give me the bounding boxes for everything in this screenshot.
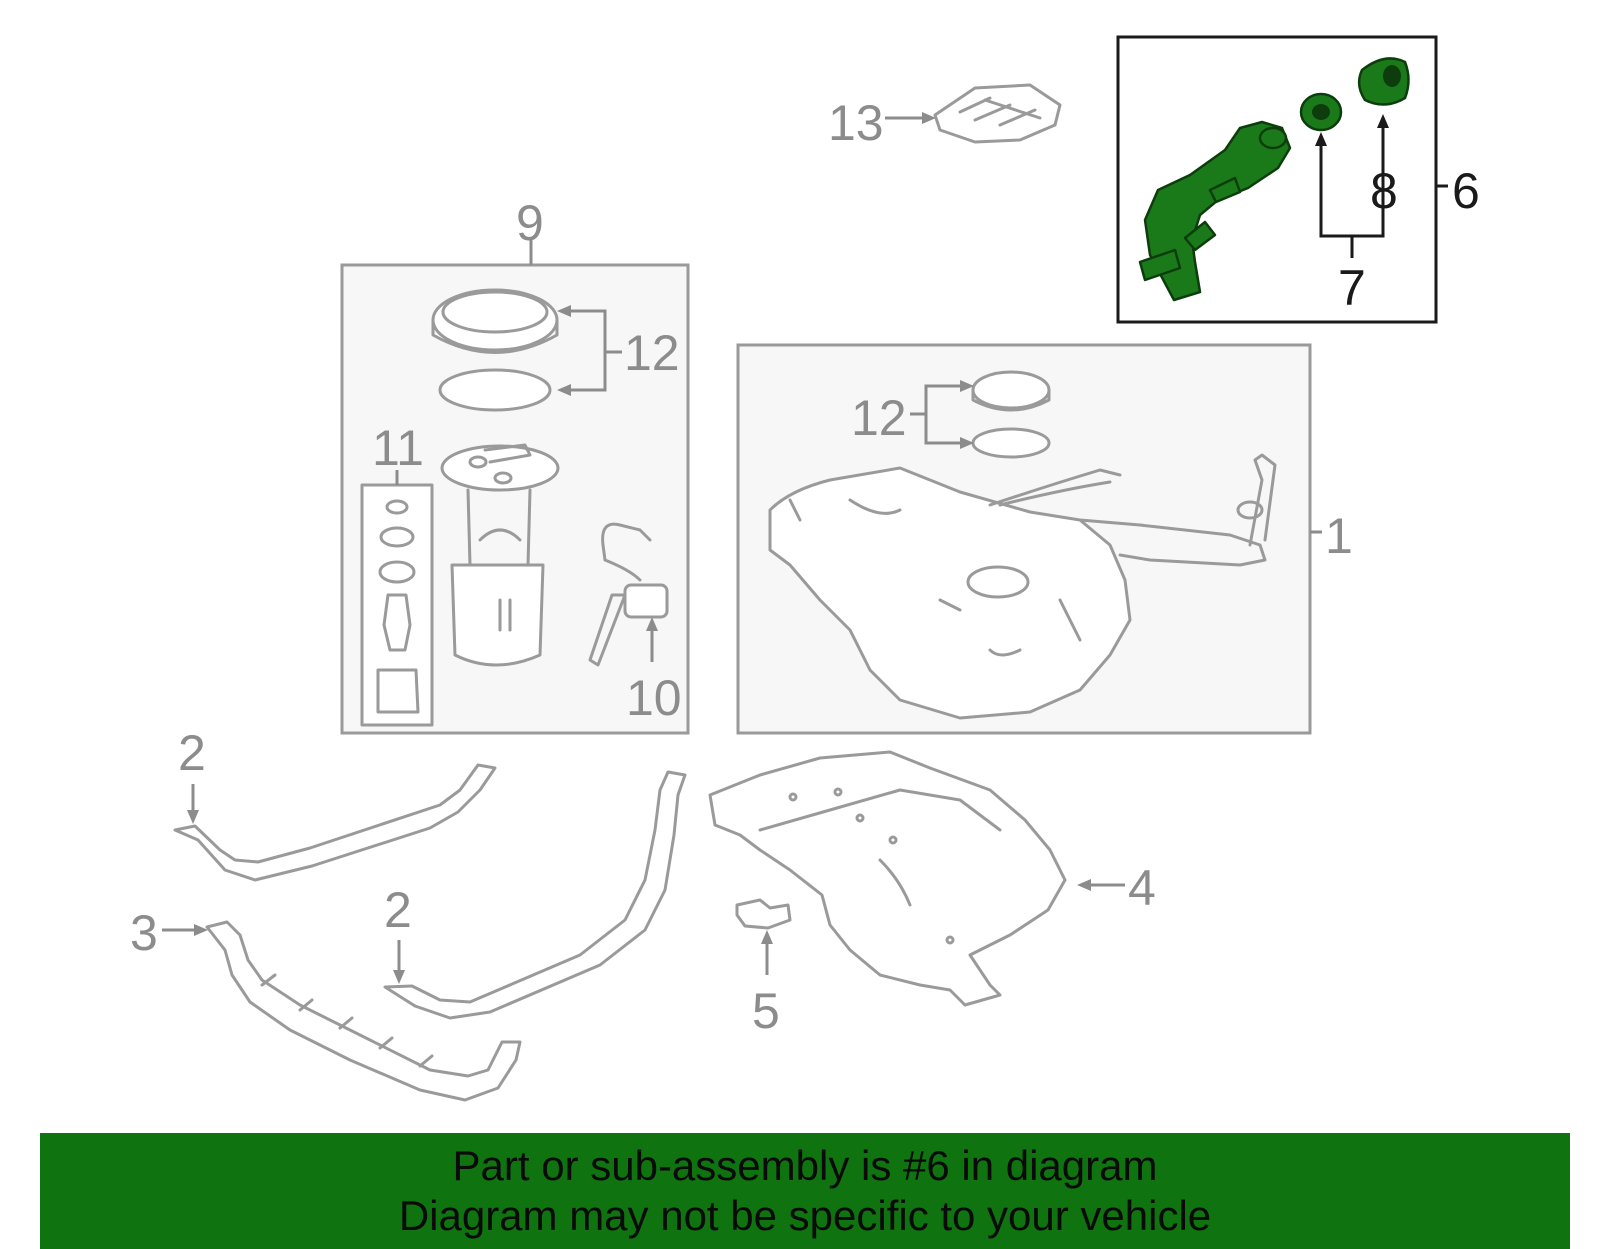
part-info-banner: Part or sub-assembly is #6 in diagram Di…	[40, 1133, 1570, 1249]
tank-lock-ring-part[interactable]	[971, 370, 1051, 410]
callout-12-pump[interactable]: 12	[624, 325, 680, 381]
callout-2-front[interactable]: 2	[178, 725, 206, 781]
heat-shield-part[interactable]	[708, 750, 1067, 1007]
cross-member-part[interactable]	[205, 920, 522, 1102]
tank-strap-front-part[interactable]	[173, 763, 497, 882]
fuel-level-sender-part[interactable]	[588, 522, 669, 667]
callout-5[interactable]: 5	[752, 983, 780, 1039]
bracket-part[interactable]	[735, 898, 792, 930]
assembly-11-frame	[360, 483, 434, 727]
callout-1[interactable]: 1	[1325, 508, 1353, 564]
tank-strap-rear-part[interactable]	[383, 770, 687, 1020]
callout-7[interactable]: 7	[1338, 260, 1366, 316]
callout-2-rear[interactable]: 2	[384, 882, 412, 938]
fuel-tank-part[interactable]	[768, 453, 1277, 720]
callout-10[interactable]: 10	[626, 670, 682, 726]
banner-line-disclaimer: Diagram may not be specific to your vehi…	[398, 1192, 1212, 1239]
lock-ring-part[interactable]	[431, 288, 559, 354]
fuel-pump-module-part[interactable]	[440, 443, 560, 667]
filler-neck-part[interactable]	[1138, 120, 1292, 302]
callout-3[interactable]: 3	[130, 905, 158, 961]
fuel-cap-part[interactable]	[1357, 57, 1410, 106]
callout-8[interactable]: 8	[1370, 163, 1398, 219]
callout-4[interactable]: 4	[1128, 860, 1156, 916]
callout-9[interactable]: 9	[516, 195, 544, 251]
callout-13[interactable]: 13	[828, 95, 884, 151]
callout-6[interactable]: 6	[1452, 163, 1480, 219]
tank-o-ring-part[interactable]	[971, 427, 1051, 459]
callout-11[interactable]: 11	[372, 420, 424, 476]
banner-line-part: Part or sub-assembly is #6 in diagram	[452, 1142, 1158, 1189]
tank-shield-plate-part[interactable]	[933, 83, 1062, 144]
filler-cap-ring-part[interactable]	[1299, 92, 1343, 132]
callout-12-tank[interactable]: 12	[851, 390, 907, 446]
o-ring-part[interactable]	[438, 368, 552, 412]
